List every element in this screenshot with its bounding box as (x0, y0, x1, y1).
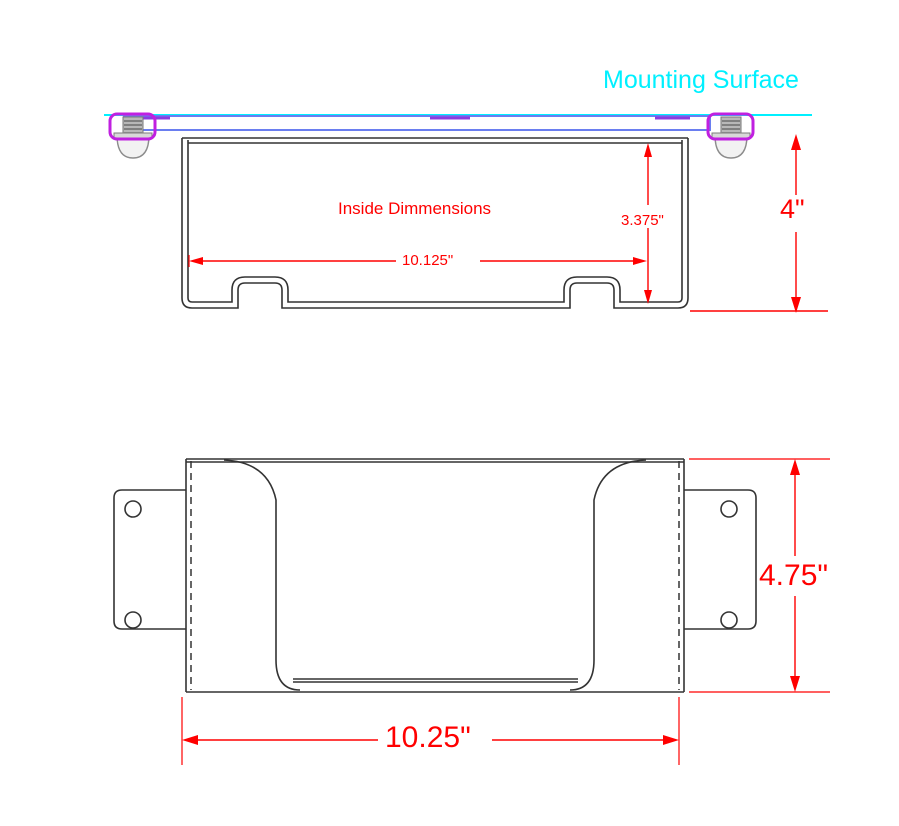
mounting-bolt-left (108, 112, 157, 159)
side-elevation-view (104, 112, 828, 313)
tab-hole-left-upper (124, 500, 142, 518)
top-plate (123, 115, 711, 131)
bracket-profile-plan (185, 458, 685, 693)
dimension-overall-width-plan (181, 697, 680, 765)
tab-hole-right-lower (720, 611, 738, 629)
dimension-inside-width (188, 255, 647, 267)
dimension-label-inside-height: 3.375" (621, 212, 664, 229)
mounting-tab-left (113, 489, 186, 630)
tab-hole-left-lower (124, 611, 142, 629)
dimension-overall-height (690, 134, 828, 313)
mounting-surface-label: Mounting Surface (603, 66, 799, 94)
bolt-highlight-left (108, 112, 157, 141)
dimension-inside-height (644, 143, 652, 304)
dimension-label-plan-width: 10.25" (385, 721, 471, 754)
dimension-label-plan-height: 4.75" (759, 559, 829, 592)
dimension-label-inside-width: 10.125" (402, 252, 454, 269)
mounting-tab-right (684, 489, 757, 630)
bracket-profile-side (181, 137, 689, 309)
dimension-overall-height-plan (689, 458, 830, 693)
tab-hole-right-upper (720, 500, 738, 518)
plan-bottom-view (113, 458, 830, 765)
mounting-bolt-right (706, 112, 755, 159)
inside-dimensions-label: Inside Dimmensions (338, 199, 492, 218)
bolt-highlight-right (706, 112, 755, 141)
dimension-label-overall-height: 4" (780, 194, 805, 224)
fold-lines-plan (190, 461, 680, 690)
